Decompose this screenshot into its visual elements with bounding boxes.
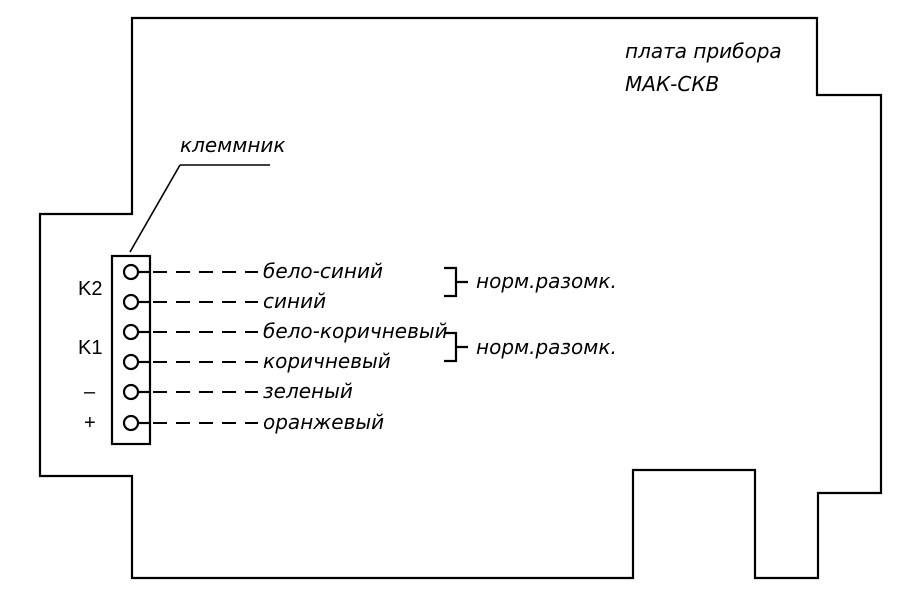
leader-line-diagonal <box>129 164 181 253</box>
terminal-row: коричневый <box>122 349 391 373</box>
pin-label-minus: – <box>84 381 96 403</box>
terminal-screw-icon <box>122 414 140 432</box>
terminal-screw-icon <box>122 323 140 341</box>
board-outline <box>38 16 883 580</box>
terminal-screw-icon <box>122 263 140 281</box>
wire-color-label: оранжевый <box>263 410 384 434</box>
contact-type-k1: норм.разомк. <box>476 335 617 359</box>
terminal-row: бело-коричневый <box>122 319 448 343</box>
board-title-line2: МАК-СКВ <box>625 72 719 96</box>
terminal-block <box>110 254 152 446</box>
wire-color-label: зеленый <box>263 379 353 403</box>
terminal-row: оранжевый <box>122 410 384 434</box>
group-label-k2: K2 <box>78 278 102 300</box>
group-bracket-k2 <box>444 266 468 298</box>
terminal-block-label: клеммник <box>180 133 286 157</box>
group-label-k1: K1 <box>78 337 102 359</box>
board-title-line1: плата прибора <box>625 39 782 63</box>
wire-color-label: бело-синий <box>263 259 383 283</box>
contact-type-k2: норм.разомк. <box>476 269 617 293</box>
wire-color-label: синий <box>263 289 326 313</box>
group-bracket-k1 <box>444 331 468 363</box>
wire-color-label: коричневый <box>263 349 391 373</box>
terminal-screw-icon <box>122 383 140 401</box>
terminal-screw-icon <box>122 293 140 311</box>
terminal-row: бело-синий <box>122 259 383 283</box>
terminal-row: синий <box>122 289 326 313</box>
wire-color-label: бело-коричневый <box>263 319 448 343</box>
pin-label-plus: + <box>84 412 96 434</box>
terminal-row: зеленый <box>122 379 353 403</box>
terminal-screw-icon <box>122 353 140 371</box>
